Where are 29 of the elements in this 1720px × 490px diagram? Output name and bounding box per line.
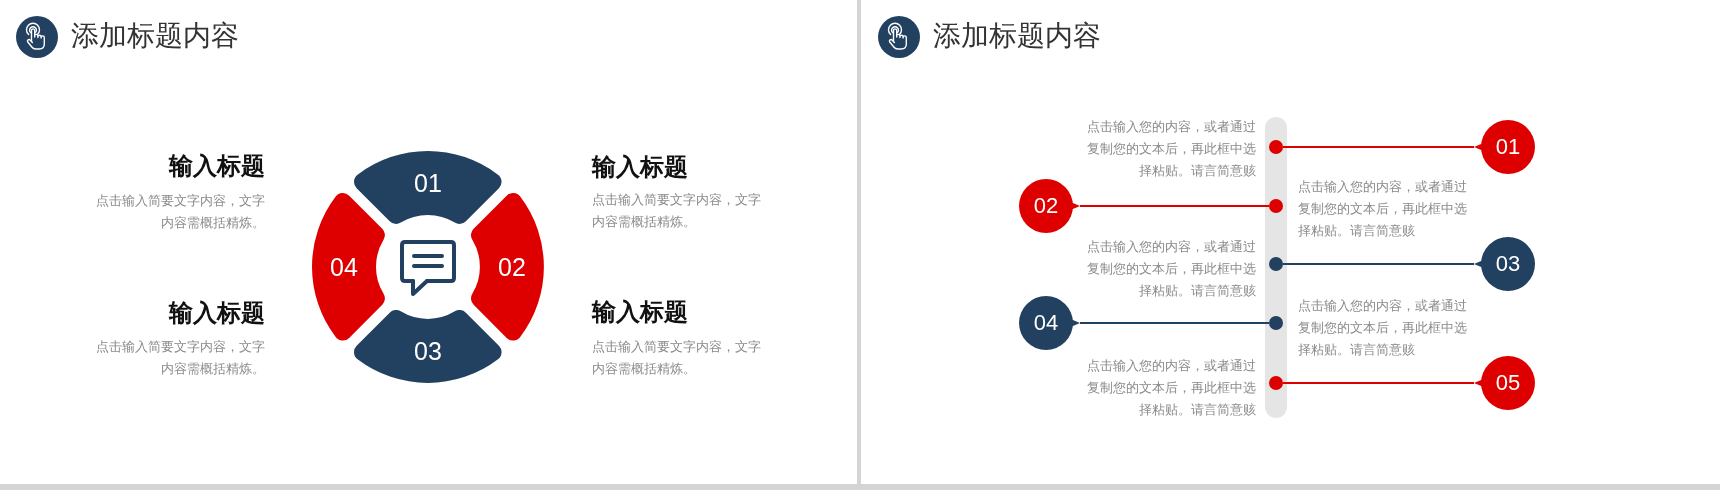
item-heading: 输入标题 (592, 152, 688, 182)
item-description: 点击输入简要文字内容，文字内容需概括精炼。 (592, 338, 762, 378)
marker-number: 01 (1495, 136, 1521, 158)
item-description: 点击输入您的内容，或者通过复制您的文本后，再此框中选择粘贴。请言简意赅 (1086, 357, 1256, 419)
marker-number: 02 (1033, 195, 1059, 217)
marker-number: 05 (1495, 372, 1521, 394)
slide-title: 添加标题内容 (933, 19, 1101, 53)
slide-title: 添加标题内容 (71, 19, 239, 53)
segment-number: 04 (330, 254, 358, 280)
item-description: 点击输入您的内容，或者通过复制您的文本后，再此框中选择粘贴。请言简意赅 (1298, 178, 1468, 240)
item-description: 点击输入简要文字内容，文字内容需概括精炼。 (95, 338, 265, 378)
item-description: 点击输入您的内容，或者通过复制您的文本后，再此框中选择粘贴。请言简意赅 (1086, 118, 1256, 180)
item-description: 点击输入简要文字内容，文字内容需概括精炼。 (95, 192, 265, 232)
item-description: 点击输入简要文字内容，文字内容需概括精炼。 (592, 191, 762, 231)
connector-line (1079, 322, 1270, 324)
connector-line (1079, 205, 1270, 207)
connector-line (1282, 263, 1475, 265)
marker-number: 03 (1495, 253, 1521, 275)
marker-number: 04 (1033, 312, 1059, 334)
item-description: 点击输入您的内容，或者通过复制您的文本后，再此框中选择粘贴。请言简意赅 (1086, 238, 1256, 300)
item-heading: 输入标题 (169, 298, 265, 328)
connector-line (1282, 146, 1475, 148)
segment-number: 02 (498, 254, 526, 280)
item-heading: 输入标题 (592, 297, 688, 327)
item-description: 点击输入您的内容，或者通过复制您的文本后，再此框中选择粘贴。请言简意赅 (1298, 297, 1468, 359)
segment-number: 01 (414, 170, 442, 196)
item-heading: 输入标题 (169, 151, 265, 181)
segment-number: 03 (414, 338, 442, 364)
connector-line (1282, 382, 1475, 384)
